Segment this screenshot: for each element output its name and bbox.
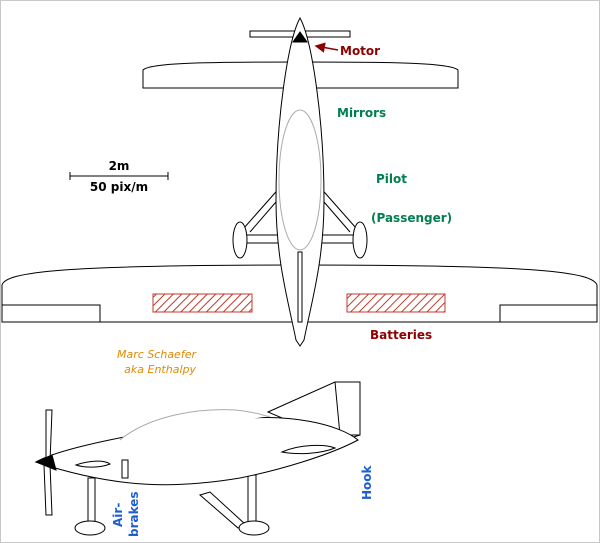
mirror-right bbox=[352, 221, 368, 259]
scale-bar bbox=[69, 172, 169, 180]
rear-wheel bbox=[238, 520, 270, 536]
rear-gear-strut bbox=[247, 474, 257, 526]
credit-line1: Marc Schaefer bbox=[117, 348, 197, 361]
aileron-right bbox=[499, 304, 598, 323]
canopy-side bbox=[119, 409, 271, 441]
airbrakes-label-line2: brakes bbox=[127, 491, 141, 537]
spinner-side bbox=[34, 454, 57, 471]
battery-right bbox=[346, 293, 446, 313]
mirrors-label: Mirrors bbox=[337, 106, 386, 120]
propeller-blade-lower bbox=[43, 464, 53, 516]
scale-length-label: 2m bbox=[109, 159, 130, 173]
rudder bbox=[334, 381, 361, 436]
propeller-blade-upper bbox=[45, 409, 53, 463]
hook-label: Hook bbox=[360, 464, 374, 500]
airbrakes-label-line1: Air- bbox=[111, 503, 125, 527]
pilot-label: Pilot bbox=[376, 172, 407, 186]
window-side-front bbox=[74, 460, 111, 468]
top-view bbox=[1, 16, 598, 347]
spinner-top bbox=[292, 31, 308, 43]
mirror-left bbox=[232, 221, 248, 259]
airbrake-panel bbox=[121, 459, 129, 479]
front-wheel bbox=[74, 520, 106, 536]
canopy-top bbox=[278, 109, 322, 251]
passenger-label: (Passenger) bbox=[371, 211, 452, 225]
credit-line2: aka Enthalpy bbox=[124, 363, 196, 376]
scale-resolution-label: 50 pix/m bbox=[90, 180, 148, 194]
side-view bbox=[34, 381, 361, 536]
mirror-arm-right bbox=[319, 234, 357, 244]
rear-gear-leg bbox=[198, 491, 247, 529]
battery-left bbox=[152, 293, 253, 313]
window-side-rear bbox=[280, 444, 337, 455]
motor-arrow bbox=[314, 42, 339, 53]
aileron-left bbox=[1, 304, 101, 323]
batteries-label: Batteries bbox=[370, 328, 432, 342]
motor-label: Motor bbox=[340, 44, 380, 58]
mirror-arm-left bbox=[243, 234, 281, 244]
tail-boom bbox=[297, 251, 303, 323]
front-gear-strut bbox=[87, 477, 96, 527]
